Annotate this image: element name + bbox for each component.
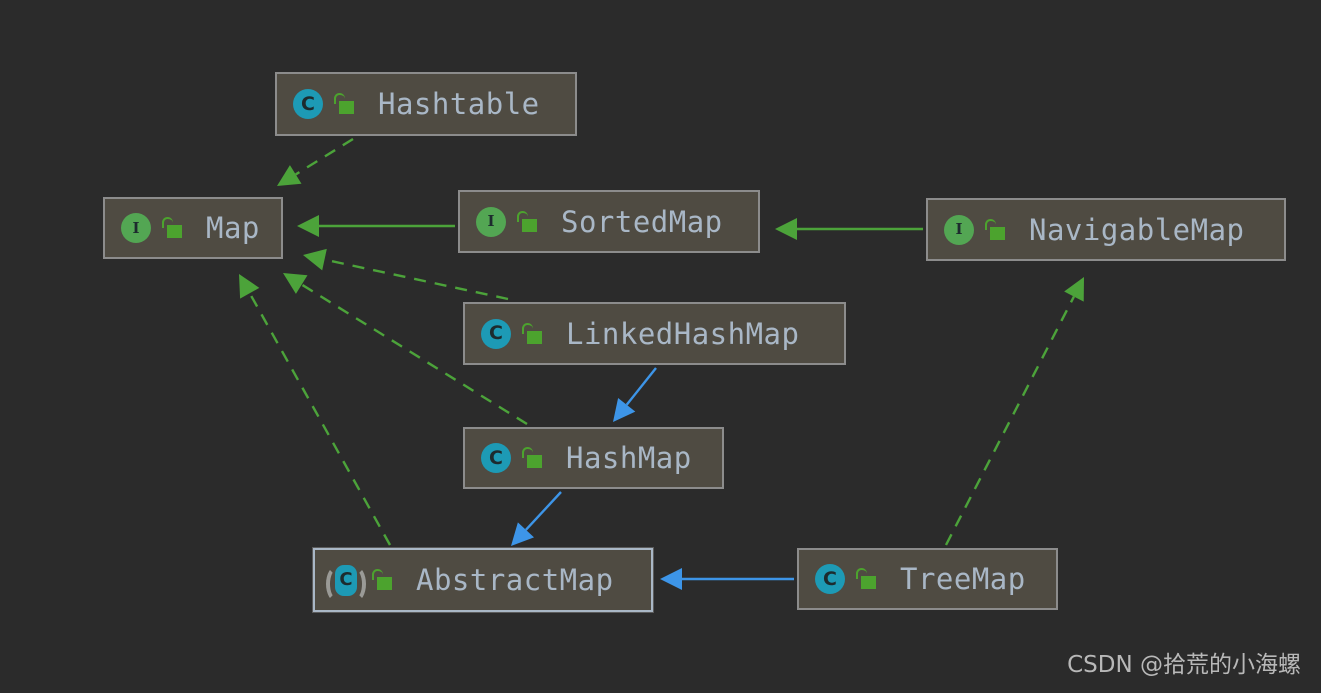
node-linkedhashmap[interactable]: C LinkedHashMap xyxy=(463,302,846,365)
open-padlock-icon xyxy=(983,217,1007,243)
interface-icon: I xyxy=(474,205,508,239)
node-icon-group: C xyxy=(479,441,544,475)
edge-hashtable-map xyxy=(277,137,354,186)
padlock-shackle xyxy=(522,447,533,458)
node-label: Hashtable xyxy=(378,87,540,121)
interface-icon: I xyxy=(119,211,153,245)
node-label: LinkedHashMap xyxy=(566,316,800,351)
edge-linkedhashmap-map xyxy=(303,248,509,301)
open-padlock-icon xyxy=(515,209,539,235)
padlock-body xyxy=(527,330,542,344)
node-label: SortedMap xyxy=(561,204,723,239)
class-icon: C xyxy=(813,562,847,596)
edge-line xyxy=(295,137,354,176)
padlock-body xyxy=(339,101,354,114)
edge-line xyxy=(248,292,392,546)
abstract-class-icon: C xyxy=(326,563,366,602)
watermark-text: CSDN @拾荒的小海螺 xyxy=(1067,652,1301,678)
padlock-body xyxy=(522,218,537,232)
class-icon: C xyxy=(291,87,325,121)
open-padlock-icon xyxy=(854,566,878,592)
edge-line xyxy=(324,258,509,301)
node-icon-group: C xyxy=(479,317,544,351)
padlock-shackle xyxy=(517,210,528,222)
node-hashmap[interactable]: C HashMap xyxy=(463,427,724,489)
node-label: NavigableMap xyxy=(1029,212,1245,247)
node-hashtable[interactable]: C Hashtable xyxy=(275,72,577,136)
node-icon-group: C xyxy=(291,87,356,121)
edge-abstractmap-map xyxy=(239,274,392,546)
node-label: AbstractMap xyxy=(416,563,614,597)
open-padlock-icon xyxy=(520,445,544,471)
edge-linkedhashmap-hashmap xyxy=(613,367,657,422)
padlock-shackle xyxy=(856,568,867,579)
node-treemap[interactable]: C TreeMap xyxy=(797,548,1058,610)
edge-arrowhead xyxy=(277,165,302,186)
node-icon-group: I xyxy=(474,205,539,239)
edge-navigablemap-sortedmap xyxy=(775,218,923,240)
edge-arrowhead xyxy=(511,522,535,546)
edge-arrowhead xyxy=(613,397,636,422)
open-padlock-icon xyxy=(520,321,544,347)
edge-line xyxy=(525,491,562,531)
node-icon-group: C xyxy=(813,562,878,596)
padlock-shackle xyxy=(334,93,345,104)
kind-glyph: C xyxy=(293,89,323,119)
class-icon: C xyxy=(479,441,513,475)
open-padlock-icon xyxy=(332,91,356,117)
node-label: Map xyxy=(206,211,260,245)
edge-sortedmap-map xyxy=(297,215,455,237)
kind-glyph: I xyxy=(944,214,974,245)
node-icon-group: I xyxy=(119,211,184,245)
edge-arrowhead xyxy=(775,218,797,240)
node-map[interactable]: I Map xyxy=(103,197,283,259)
node-label: HashMap xyxy=(566,441,692,475)
padlock-body xyxy=(527,455,542,468)
padlock-shackle xyxy=(985,218,996,230)
kind-glyph: I xyxy=(121,213,151,243)
edge-arrowhead xyxy=(283,273,308,294)
edge-arrowhead xyxy=(303,248,327,271)
edge-treemap-navigablemap xyxy=(944,277,1084,546)
edge-hashmap-abstractmap xyxy=(511,491,562,546)
node-label: TreeMap xyxy=(900,562,1026,596)
node-icon-group: I xyxy=(942,213,1007,247)
interface-icon: I xyxy=(942,213,976,247)
kind-glyph: C xyxy=(481,318,511,349)
padlock-shackle xyxy=(372,569,383,580)
edge-line xyxy=(944,296,1075,546)
node-navigablemap[interactable]: I NavigableMap xyxy=(926,198,1286,261)
padlock-body xyxy=(861,576,876,589)
padlock-body xyxy=(167,225,182,238)
node-sortedmap[interactable]: I SortedMap xyxy=(458,190,760,253)
open-padlock-icon xyxy=(370,567,394,593)
kind-glyph: C xyxy=(815,564,845,594)
open-padlock-icon xyxy=(160,215,184,241)
kind-glyph: I xyxy=(476,206,506,237)
edge-arrowhead xyxy=(1064,277,1084,302)
class-icon: C xyxy=(479,317,513,351)
kind-glyph: C xyxy=(481,443,511,473)
edge-arrowhead xyxy=(660,568,682,590)
padlock-shackle xyxy=(162,217,173,228)
node-abstractmap[interactable]: C AbstractMap xyxy=(313,548,653,612)
edge-line xyxy=(625,367,657,406)
padlock-body xyxy=(990,226,1005,240)
edge-treemap-abstractmap xyxy=(660,568,794,590)
edge-arrowhead xyxy=(239,274,260,299)
kind-glyph: C xyxy=(335,564,357,596)
padlock-body xyxy=(377,577,392,590)
node-icon-group: C xyxy=(326,563,394,602)
edge-arrowhead xyxy=(297,215,319,237)
